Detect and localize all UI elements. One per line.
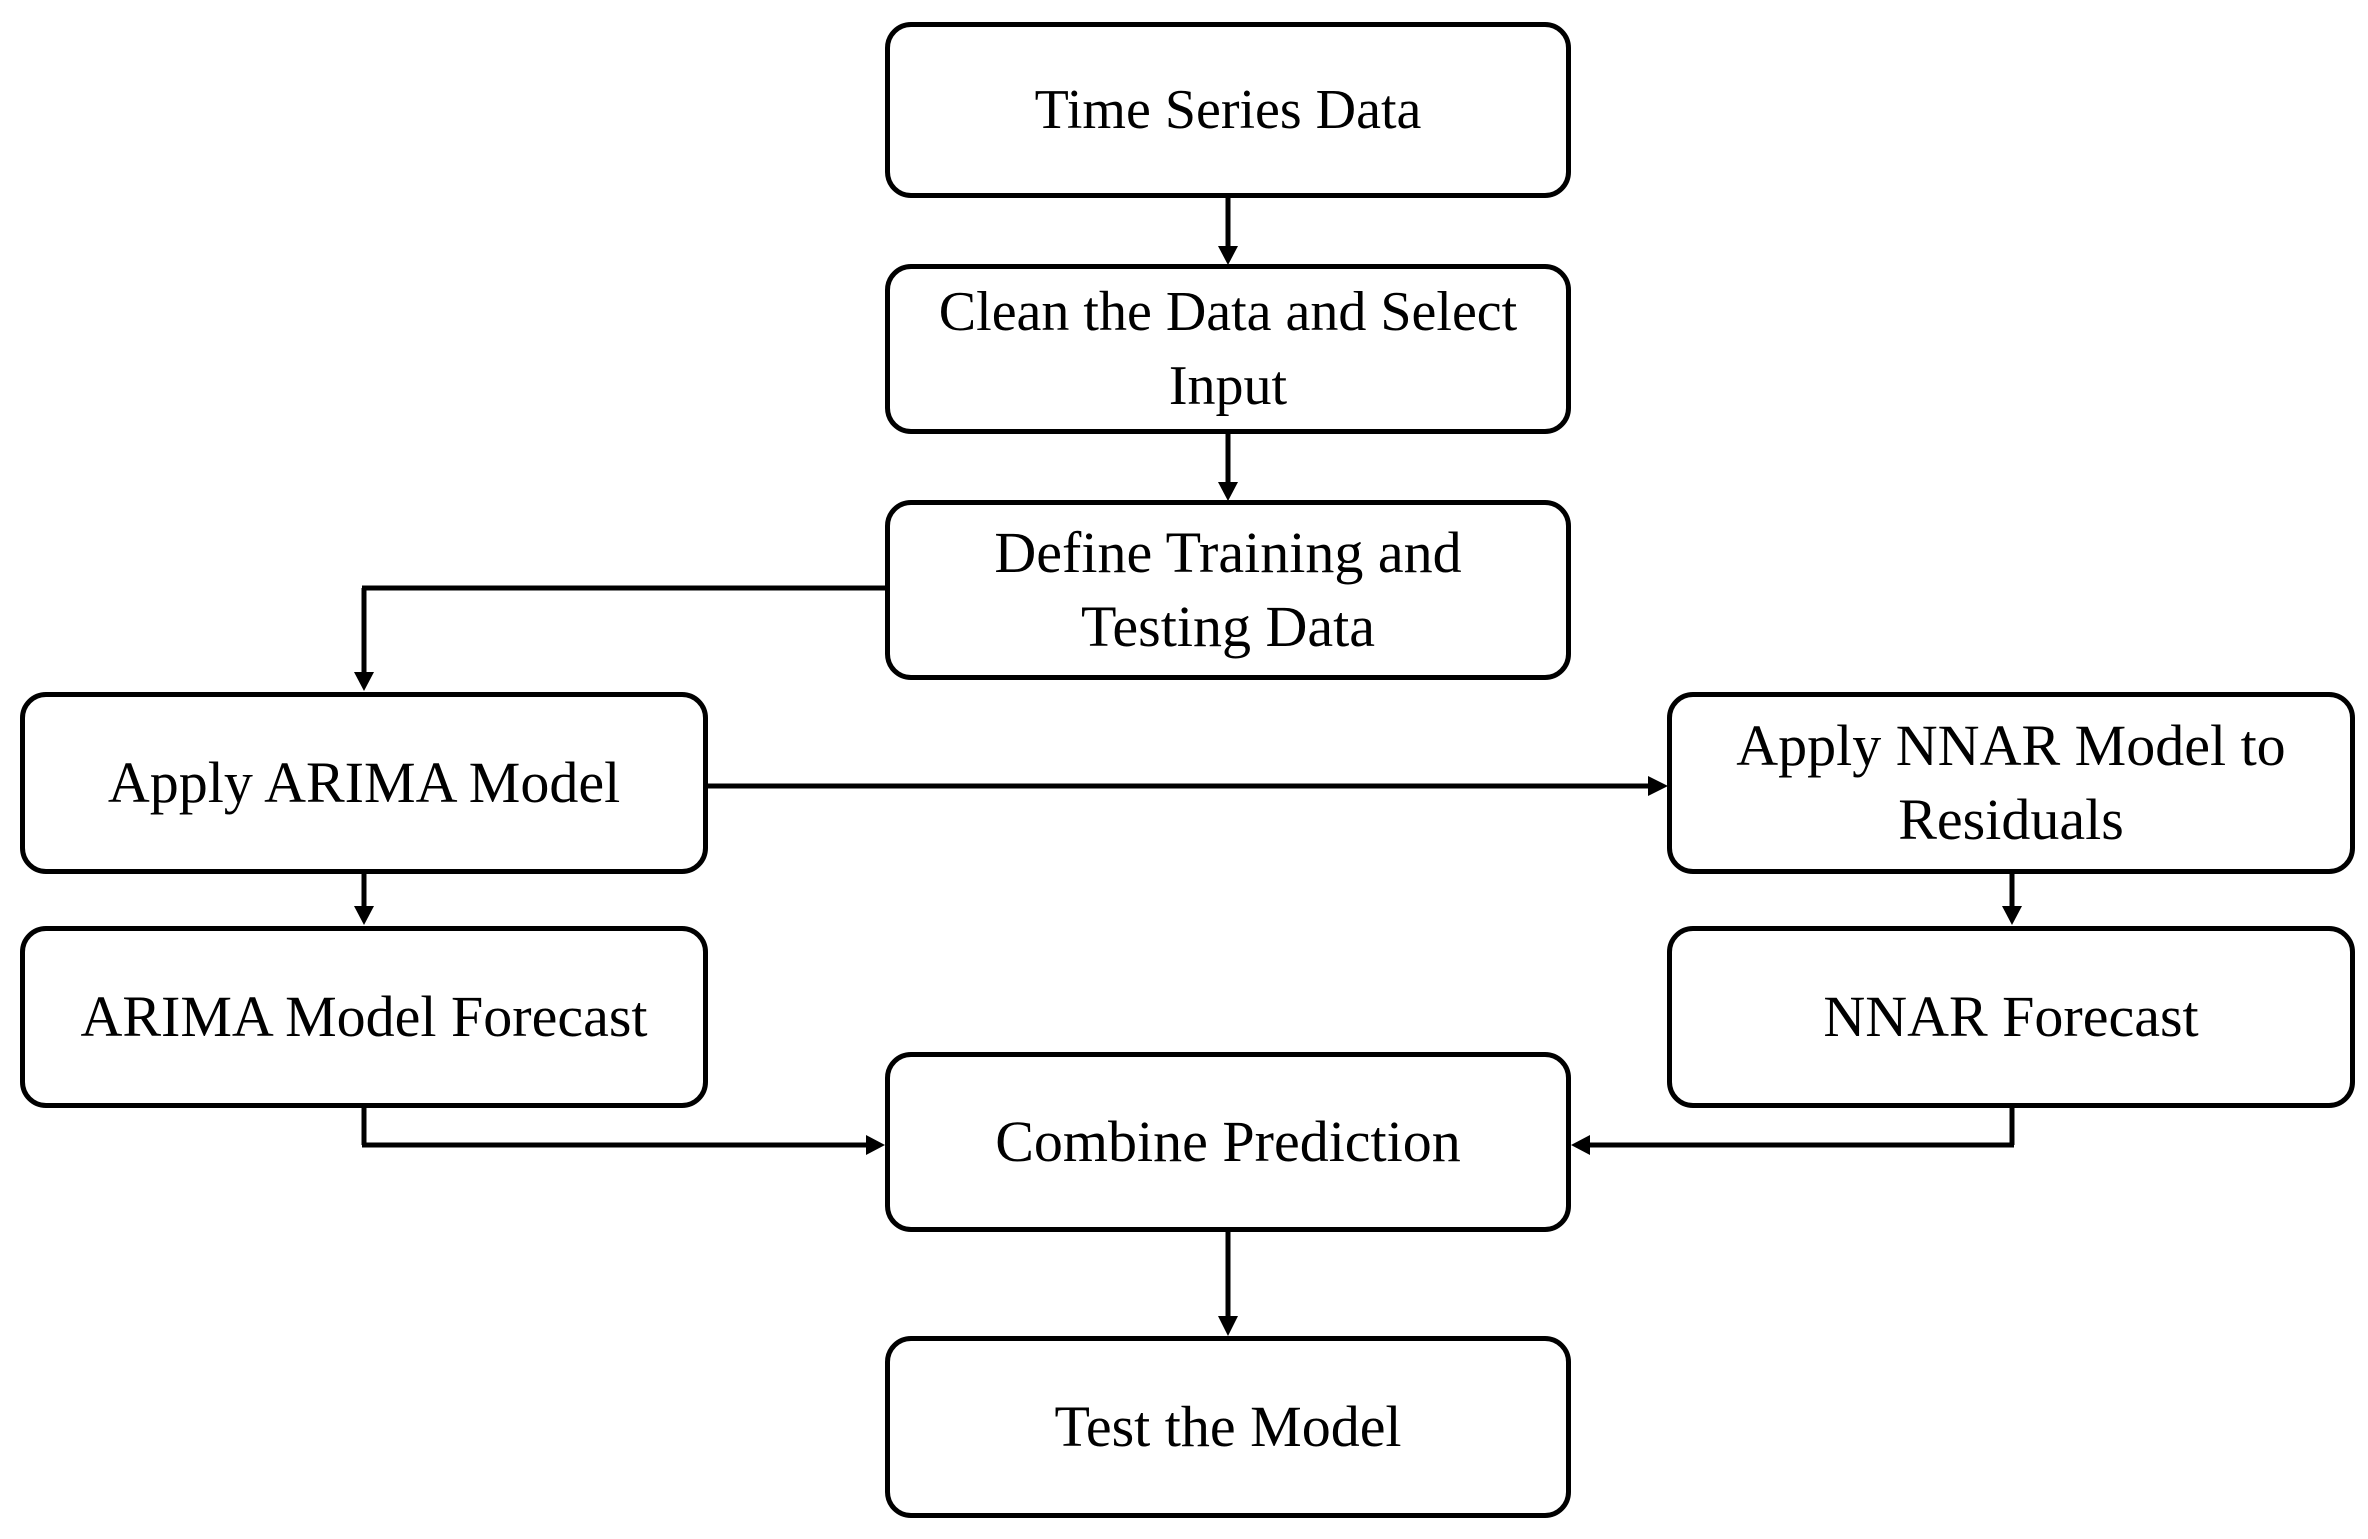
edge-combine-to-test [1218,1232,1238,1336]
edge-arima-to-nnar-residuals [708,776,1668,796]
node-apply-nnar-model-to-residuals: Apply NNAR Model to Residuals [1667,692,2355,874]
edge-nnar-forecast-to-combine [1571,1108,2015,1155]
node-label: Time Series Data [1034,79,1422,141]
node-time-series-data: Time Series Data [885,22,1571,198]
node-label: Apply ARIMA Model [107,750,621,815]
node-label: Clean the Data and Select Input [938,281,1518,417]
edge-nnar-residuals-to-nnar-forecast [2002,874,2022,925]
node-label: ARIMA Model Forecast [80,984,648,1049]
node-combine-prediction: Combine Prediction [885,1052,1571,1232]
node-label: Test the Model [1054,1394,1402,1459]
edge-arima-forecast-to-combine [361,1108,885,1155]
edge-arima-to-arima-forecast [354,874,374,925]
node-clean-data-select-input: Clean the Data and Select Input [885,264,1571,434]
node-define-training-testing-data: Define Training and Testing Data [885,500,1571,680]
node-arima-model-forecast: ARIMA Model Forecast [20,926,708,1108]
node-label: Define Training and Testing Data [994,520,1462,659]
node-test-the-model: Test the Model [885,1336,1571,1518]
node-nnar-forecast: NNAR Forecast [1667,926,2355,1108]
edge-define-to-arima [354,585,885,691]
node-apply-arima-model: Apply ARIMA Model [20,692,708,874]
node-label: NNAR Forecast [1823,984,2199,1049]
node-label: Combine Prediction [995,1109,1461,1174]
edge-time-series-to-clean [1218,197,1238,265]
edge-clean-to-define [1218,434,1238,501]
node-label: Apply NNAR Model to Residuals [1736,713,2286,852]
